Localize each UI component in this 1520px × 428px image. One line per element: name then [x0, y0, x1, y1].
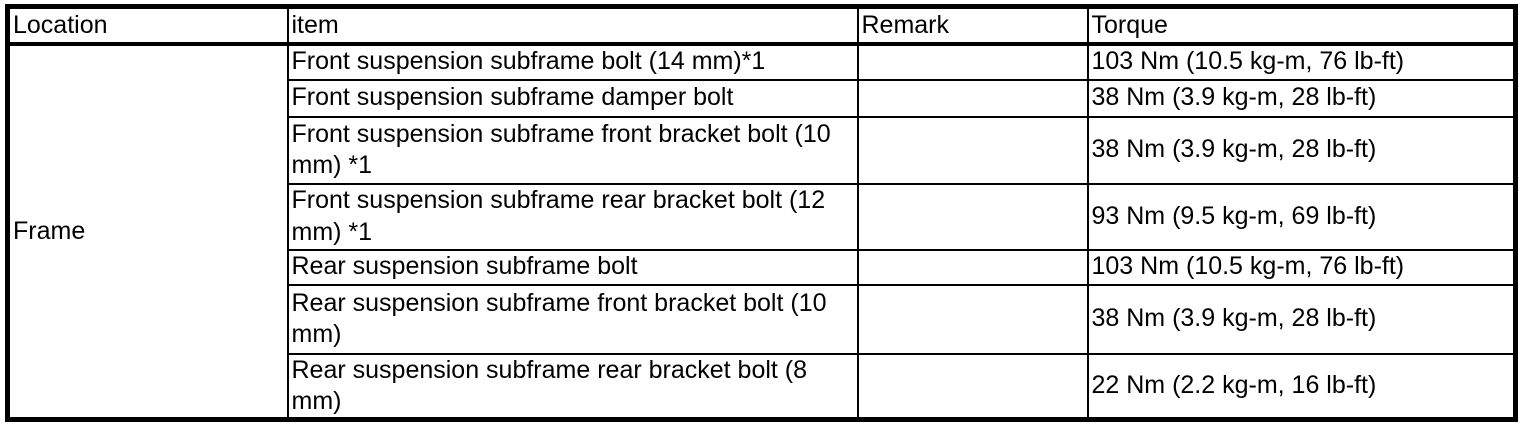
- item-cell: Rear suspension subframe rear bracket bo…: [286, 352, 859, 421]
- remark-cell: [856, 78, 1089, 118]
- table-row: Rear suspension subframe front bracket b…: [8, 283, 1517, 355]
- column-header-item: item: [286, 5, 859, 46]
- remark-cell: [856, 42, 1089, 81]
- remark-cell: [856, 115, 1089, 185]
- torque-cell: 38 Nm (3.9 kg-m, 28 lb-ft): [1086, 115, 1517, 185]
- column-header-remark: Remark: [856, 5, 1089, 46]
- table-row: Front suspension subframe rear bracket b…: [8, 182, 1517, 251]
- remark-cell: [856, 182, 1089, 251]
- header-row: Location item Remark Torque: [6, 5, 1517, 46]
- table-row: Rear suspension subframe rear bracket bo…: [8, 352, 1517, 421]
- table-row: Frame Front suspension subframe bolt (14…: [6, 42, 1517, 421]
- torque-cell: 38 Nm (3.9 kg-m, 28 lb-ft): [1086, 283, 1517, 355]
- torque-cell: 22 Nm (2.2 kg-m, 16 lb-ft): [1086, 352, 1517, 421]
- table-row: Front suspension subframe damper bolt 38…: [8, 78, 1517, 118]
- remark-cell: [856, 248, 1089, 286]
- torque-cell: 103 Nm (10.5 kg-m, 76 lb-ft): [1086, 42, 1517, 81]
- torque-spec-table: Location item Remark Torque Frame Front …: [5, 4, 1518, 422]
- table-row: Rear suspension subframe bolt 103 Nm (10…: [8, 248, 1517, 286]
- remark-cell: [856, 352, 1089, 421]
- column-header-torque: Torque: [1086, 5, 1517, 46]
- torque-cell: 93 Nm (9.5 kg-m, 69 lb-ft): [1086, 182, 1517, 251]
- remark-cell: [856, 283, 1089, 355]
- item-cell: Front suspension subframe front bracket …: [286, 115, 859, 185]
- item-cell: Rear suspension subframe bolt: [286, 248, 859, 286]
- torque-cell: 38 Nm (3.9 kg-m, 28 lb-ft): [1086, 78, 1517, 118]
- item-cell: Front suspension subframe bolt (14 mm)*1: [286, 42, 859, 81]
- location-group-cell: Frame: [6, 42, 289, 421]
- item-cell: Front suspension subframe damper bolt: [286, 78, 859, 118]
- item-cell: Rear suspension subframe front bracket b…: [286, 283, 859, 355]
- torque-cell: 103 Nm (10.5 kg-m, 76 lb-ft): [1086, 248, 1517, 286]
- column-header-location: Location: [6, 5, 289, 46]
- table-row: Front suspension subframe front bracket …: [8, 115, 1517, 185]
- item-cell: Front suspension subframe rear bracket b…: [286, 182, 859, 251]
